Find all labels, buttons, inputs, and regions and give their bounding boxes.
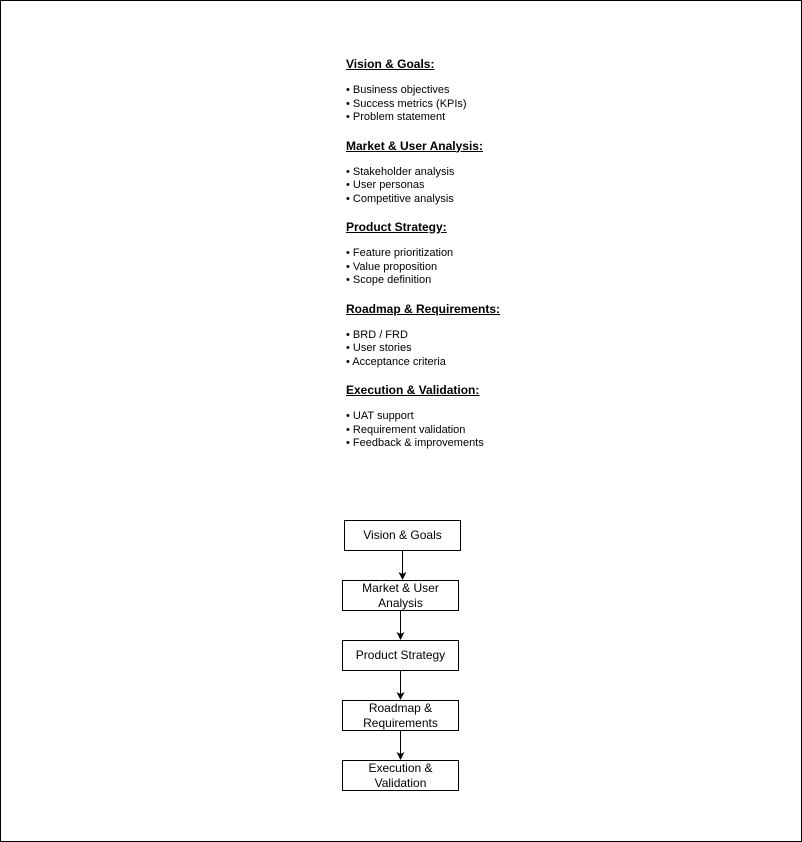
list-item: • Acceptance criteria	[346, 355, 446, 368]
section-execution-validation: Execution & Validation: • UAT support • …	[346, 383, 606, 451]
list-item: • BRD / FRD	[346, 328, 408, 341]
section-title: Execution & Validation:	[346, 383, 480, 397]
section-title: Market & User Analysis:	[346, 138, 483, 153]
list-item: • Feature prioritization	[346, 247, 454, 259]
list-item: • Success metrics (KPIs)	[346, 97, 467, 110]
section-notes: Vision & Goals: • Business objectives • …	[346, 57, 606, 451]
section-market-user-analysis: Market & User Analysis: • Stakeholder an…	[346, 139, 606, 207]
list-item: • Competitive analysis	[346, 192, 454, 205]
flow-node-product-strategy[interactable]: Product Strategy	[342, 640, 459, 671]
list-item: • Value proposition	[346, 260, 438, 273]
section-title: Roadmap & Requirements:	[346, 301, 501, 316]
section-list: • Feature prioritization • Value proposi…	[346, 247, 606, 288]
section-vision-goals: Vision & Goals: • Business objectives • …	[346, 57, 606, 125]
section-product-strategy: Product Strategy: • Feature prioritizati…	[346, 220, 606, 288]
section-title: Product Strategy:	[346, 220, 447, 234]
list-item: • Requirement validation	[346, 423, 466, 436]
list-item: • User stories	[346, 342, 412, 354]
list-item: • User personas	[346, 179, 425, 191]
flow-node-vision-goals[interactable]: Vision & Goals	[344, 520, 461, 551]
list-item: • Business objectives	[346, 84, 450, 96]
flow-node-market-user-analysis[interactable]: Market & User Analysis	[342, 580, 459, 611]
list-item: • Scope definition	[346, 274, 432, 286]
list-item: • UAT support	[346, 410, 414, 422]
list-item: • Feedback & improvements	[346, 437, 484, 449]
section-list: • UAT support • Requirement validation •…	[346, 410, 606, 451]
section-list: • Stakeholder analysis • User personas •…	[346, 166, 606, 207]
section-list: • Business objectives • Success metrics …	[346, 84, 606, 125]
flow-node-execution-validation[interactable]: Execution & Validation	[342, 760, 459, 791]
list-item: • Problem statement	[346, 111, 446, 123]
flow-node-roadmap-requirements[interactable]: Roadmap & Requirements	[342, 700, 459, 731]
section-roadmap-requirements: Roadmap & Requirements: • BRD / FRD • Us…	[346, 302, 606, 370]
section-list: • BRD / FRD • User stories • Acceptance …	[346, 329, 606, 370]
section-title: Vision & Goals:	[346, 57, 435, 71]
list-item: • Stakeholder analysis	[346, 165, 455, 178]
